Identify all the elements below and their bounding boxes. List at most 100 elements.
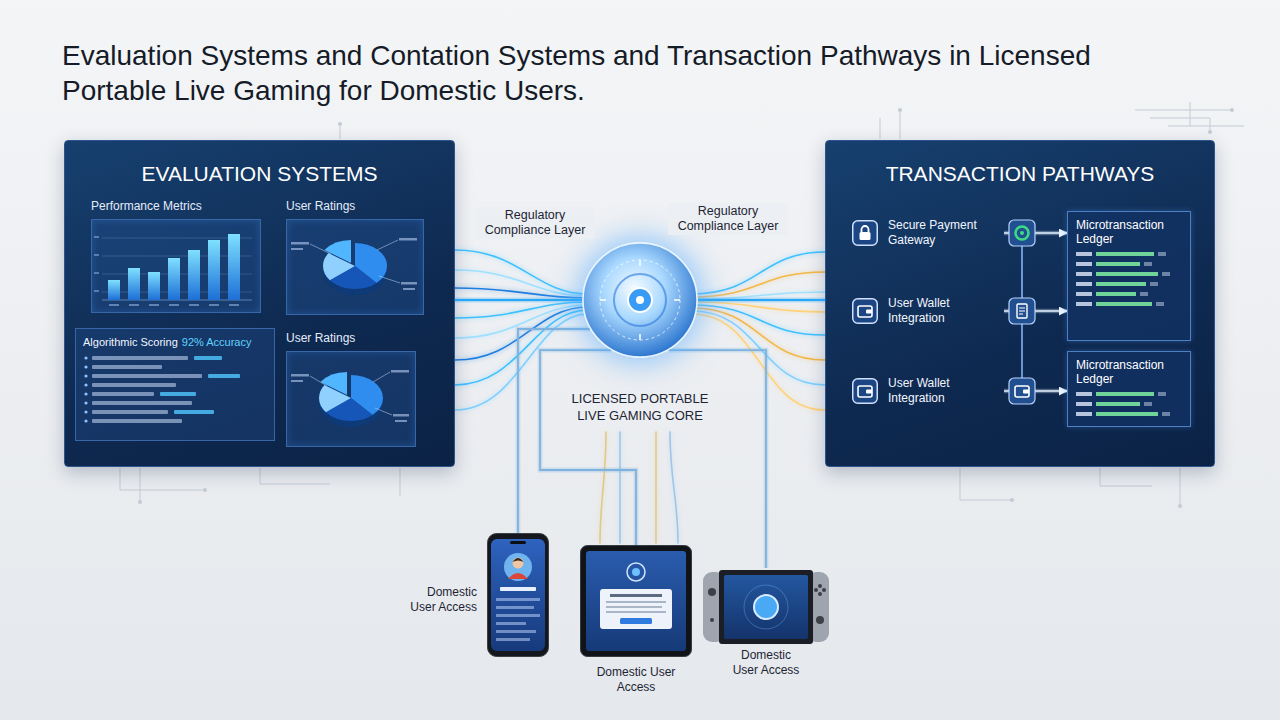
connector — [518, 329, 590, 533]
chart-frame — [286, 351, 416, 447]
device-graphic-part-part — [818, 592, 822, 596]
ledger-rows-part-part — [1096, 392, 1154, 396]
core-graphic-part-part — [636, 296, 644, 304]
device-graphic-part-part — [510, 541, 526, 544]
device-label-box: Domestic User Access — [580, 665, 692, 695]
ledger-rows-part-part — [1096, 262, 1140, 266]
chart-frame-part-part — [228, 234, 240, 300]
device-label-box: Domestic User Access — [405, 585, 477, 615]
connector-label: Regulatory Compliance Layer — [475, 207, 595, 239]
chart-frame-part-part-part — [403, 288, 415, 290]
chart-frame-part-part-part — [291, 380, 303, 382]
ledger-rows — [1076, 390, 1182, 420]
device-graphic-part-part-part — [496, 638, 530, 641]
device-graphic-part-part — [606, 606, 662, 608]
chart-frame-part-part — [291, 238, 417, 290]
score-list-part-part — [92, 365, 162, 369]
item-icon-part-part — [866, 390, 872, 394]
device-graphic — [580, 545, 692, 657]
ledger-rows-part-part — [1096, 402, 1140, 406]
ledger-box: Microtransaction Ledger — [1067, 211, 1191, 341]
chart-frame-part-part — [109, 304, 119, 306]
connector-glow — [1004, 231, 1067, 236]
ledger-rows-part-part — [1076, 412, 1092, 416]
ledger-rows-part-part — [1140, 292, 1148, 296]
device-graphic-part-part — [822, 588, 826, 592]
flow-icons-part-part — [1016, 227, 1029, 240]
accuracy-value: 92% Accuracy — [182, 335, 252, 349]
ledger-rows-part-part — [1162, 412, 1170, 416]
gateway-item: Secure Payment Gateway — [852, 213, 1004, 253]
flow-streams-part-part — [455, 250, 588, 294]
connector-label-box: Regulatory Compliance Layer — [475, 207, 595, 239]
ledger-rows-part-part — [1144, 262, 1152, 266]
core-graphic-part-part — [583, 243, 697, 357]
chart-frame-part-part — [94, 254, 99, 256]
device-graphic-part-part — [606, 611, 666, 613]
core-label-box: LICENSED PORTABLE LIVE GAMING CORE — [560, 390, 720, 424]
flow-streams-part-part — [1100, 468, 1152, 486]
wallet-item: User Wallet Integration — [852, 291, 1004, 331]
score-list-part-part — [92, 410, 168, 414]
device-graphic-part-part — [606, 601, 666, 603]
item-text-box: Secure Payment Gateway — [888, 218, 1004, 248]
flow-streams-part — [455, 250, 825, 543]
item-text-box: User Wallet Integration — [888, 376, 1004, 406]
wallet-item: User Wallet Integration — [852, 371, 1004, 411]
flow-streams-part-part — [140, 468, 141, 502]
score-list-part-part — [160, 392, 196, 396]
flow-streams-part-part — [692, 314, 825, 410]
connector-label-box: Regulatory Compliance Layer — [668, 203, 788, 235]
device-graphic-part-part — [491, 539, 545, 651]
flow-icons-part-part — [1015, 386, 1029, 397]
device-graphic-part — [580, 545, 692, 657]
flow-icons-part-part — [1019, 308, 1025, 314]
flow-streams-part-part — [960, 468, 1012, 500]
transaction-panel: TRANSACTION PATHWAYS Secure Payment Gatew… — [825, 140, 1215, 467]
ledger-rows-part-part — [1076, 282, 1092, 286]
item-icon-part — [852, 298, 878, 324]
device-graphic-part — [703, 568, 829, 646]
flow-streams-part-part — [455, 310, 588, 385]
flow-icons-part-part — [1009, 378, 1035, 404]
ledger-rows-part-part — [1076, 272, 1092, 276]
ledger-rows-part-part — [1076, 292, 1092, 296]
title-block: Evaluation Systems and Contation Systems… — [62, 38, 1142, 108]
chart-frame-part — [287, 352, 415, 446]
flow-streams-part-part — [1150, 118, 1210, 132]
ledger-rows-part-part — [1076, 252, 1092, 256]
ledger-rows-part-part — [1076, 392, 1092, 396]
flow-icons-part-part — [1023, 390, 1029, 394]
score-list-part-part — [84, 419, 87, 422]
connector-glow — [518, 329, 590, 533]
score-list-part-part — [84, 410, 87, 413]
chart-frame-part-part-part — [310, 244, 331, 254]
flow-streams-part-part — [880, 118, 881, 139]
item-label: User Wallet Integration — [888, 296, 1004, 326]
item-icon-part-part — [858, 306, 872, 317]
chart-frame-part-part-part — [310, 376, 327, 386]
score-list-part-part — [84, 383, 87, 386]
connector — [1004, 310, 1067, 312]
connector — [698, 299, 825, 301]
connector-glow — [540, 350, 636, 545]
ledger-rows-part-part — [1162, 272, 1170, 276]
item-icon-part-part — [853, 379, 878, 404]
device-graphic-part — [487, 533, 549, 657]
ledger-rows — [1076, 250, 1182, 310]
card-heading: Algorithmic Scoring — [83, 335, 178, 349]
connector-glow — [669, 350, 766, 568]
device-graphic-part-part — [818, 584, 822, 588]
connector-glow — [1004, 389, 1067, 394]
tablet-device: Domestic User Access — [580, 545, 692, 657]
item-label: User Wallet Integration — [888, 376, 1004, 406]
panel-heading: TRANSACTION PATHWAYS — [826, 141, 1214, 186]
device-graphic-part-part — [814, 588, 818, 592]
device-label-box: Domestic User Access — [730, 648, 802, 678]
ledger-rows-part-part — [1096, 302, 1152, 306]
ledger-rows-part-part — [1076, 262, 1092, 266]
scoring-card: Algorithmic Scoring 92% Accuracy — [75, 328, 275, 441]
score-list-part-part — [84, 356, 87, 359]
evaluation-panel: EVALUATION SYSTEMSPerformance MetricsUse… — [64, 140, 455, 467]
